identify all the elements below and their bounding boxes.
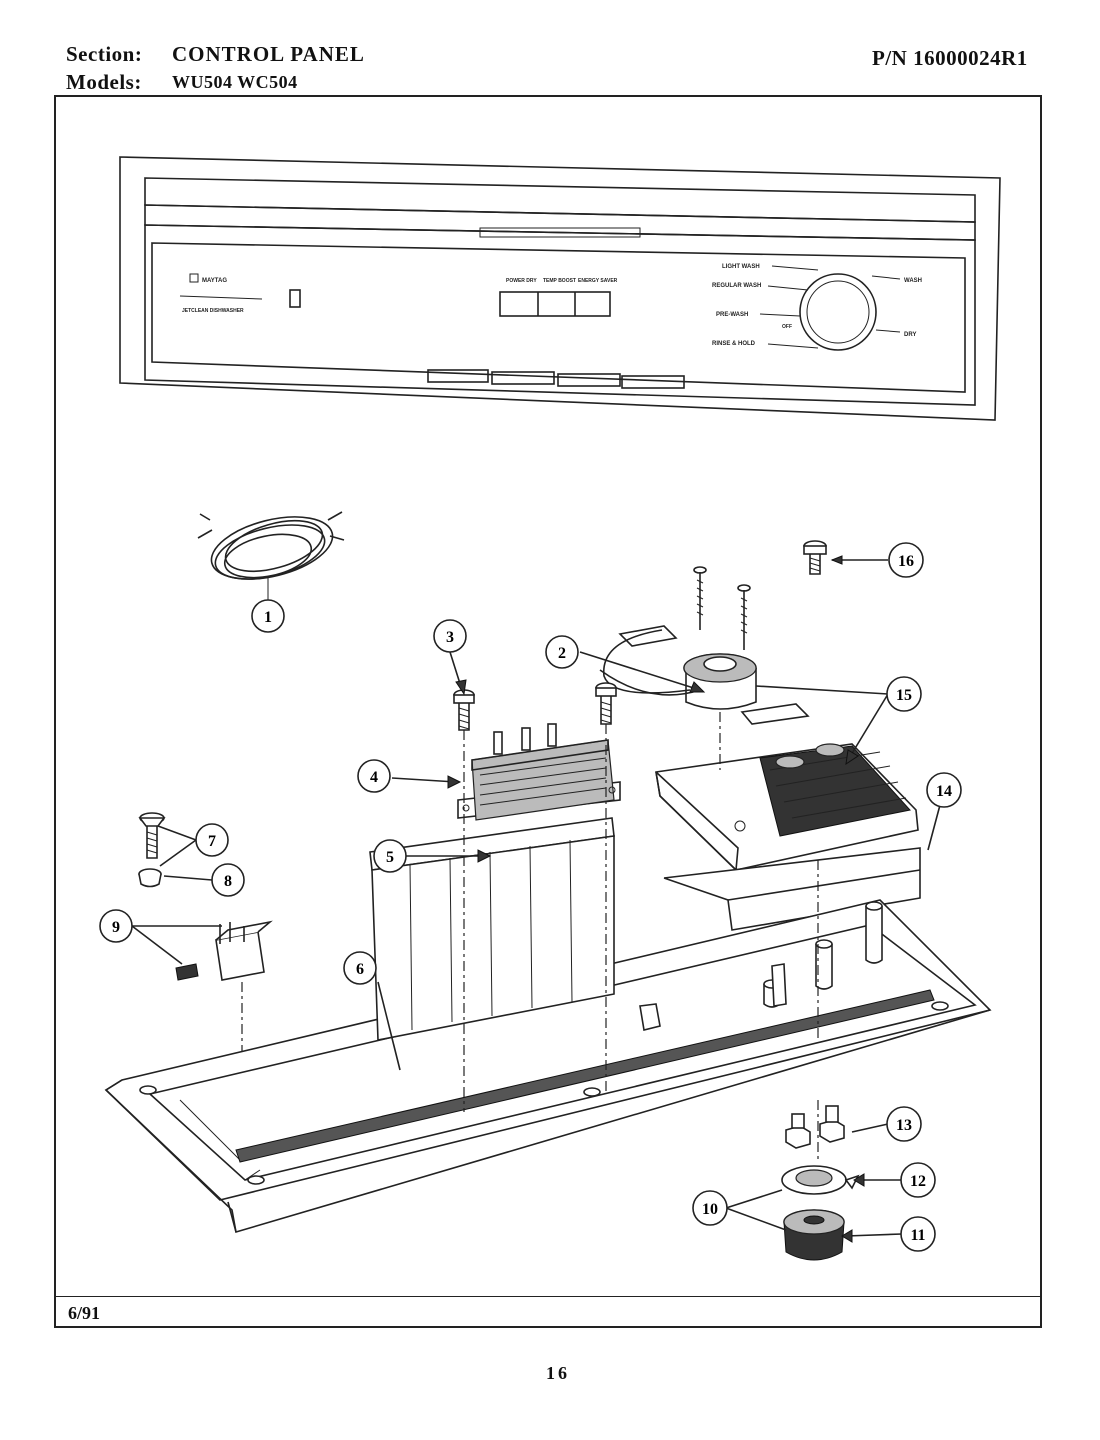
cycle-label-regular-wash: REGULAR WASH bbox=[712, 283, 761, 289]
callout-1: 1 bbox=[251, 599, 285, 633]
callout-7: 7 bbox=[195, 823, 229, 857]
svg-text:8: 8 bbox=[224, 873, 232, 890]
callout-4: 4 bbox=[357, 759, 391, 793]
footer-divider bbox=[54, 1296, 1042, 1297]
revision-date: 6/91 bbox=[68, 1303, 101, 1323]
part-number: P/N 16000024R1 bbox=[872, 46, 1028, 70]
cycle-label-light-wash: LIGHT WASH bbox=[722, 264, 760, 270]
svg-text:6: 6 bbox=[356, 961, 364, 978]
callout-10: 10 bbox=[692, 1190, 728, 1226]
callout-9: 9 bbox=[99, 909, 133, 943]
selector-switch-assembly bbox=[599, 566, 810, 725]
svg-text:12: 12 bbox=[910, 1173, 926, 1190]
callout-11: 11 bbox=[900, 1216, 936, 1252]
callout-2: 2 bbox=[545, 635, 579, 669]
callout-13: 13 bbox=[886, 1106, 922, 1142]
callout-14: 14 bbox=[926, 772, 962, 808]
page-number: 16 bbox=[546, 1363, 570, 1383]
button-label-temp-boost: TEMP BOOST bbox=[543, 278, 576, 284]
cycle-label-pre-wash: PRE-WASH bbox=[716, 312, 748, 318]
svg-text:7: 7 bbox=[208, 833, 216, 850]
screw-part-16 bbox=[803, 540, 888, 575]
button-label-energy-saver: ENERGY SAVER bbox=[578, 278, 618, 284]
section-title: CONTROL PANEL bbox=[172, 42, 365, 66]
cycle-dial: LIGHT WASH REGULAR WASH PRE-WASH RINSE &… bbox=[712, 264, 922, 351]
svg-text:16: 16 bbox=[898, 553, 914, 570]
callout-16: 16 bbox=[888, 542, 924, 578]
callout-bubbles: 1 2 3 4 5 6 7 8 9 10 11 12 13 14 15 16 bbox=[99, 542, 962, 1252]
callout-15: 15 bbox=[886, 676, 922, 712]
cycle-label-rinse-hold: RINSE & HOLD bbox=[712, 341, 756, 347]
control-panel-console: MAYTAG JETCLEAN DISHWASHER POWER DRY TEM… bbox=[119, 156, 1001, 421]
dial-label-off: OFF bbox=[782, 324, 792, 330]
diagram-frame bbox=[54, 95, 1042, 1328]
assembly-guide-lines bbox=[463, 712, 819, 1160]
section-label: Section: bbox=[66, 42, 143, 66]
svg-text:13: 13 bbox=[896, 1117, 912, 1134]
brand-logo-text: MAYTAG bbox=[202, 278, 227, 284]
brand-subtitle: JETCLEAN DISHWASHER bbox=[182, 308, 244, 314]
screw-part-3 bbox=[453, 682, 617, 731]
screw-part-7 bbox=[138, 812, 166, 859]
option-buttons: POWER DRY TEMP BOOST ENERGY SAVER bbox=[499, 278, 618, 317]
dial-label-wash: WASH bbox=[904, 278, 922, 284]
plug-part-8 bbox=[138, 868, 162, 888]
svg-text:3: 3 bbox=[446, 629, 454, 646]
svg-text:1: 1 bbox=[264, 609, 272, 626]
svg-text:5: 5 bbox=[386, 849, 394, 866]
svg-text:15: 15 bbox=[896, 687, 912, 704]
console-base-tray bbox=[104, 817, 992, 1234]
callout-6: 6 bbox=[343, 951, 377, 985]
svg-text:4: 4 bbox=[370, 769, 378, 786]
svg-text:9: 9 bbox=[112, 919, 120, 936]
svg-text:11: 11 bbox=[910, 1227, 925, 1244]
svg-text:14: 14 bbox=[936, 783, 952, 800]
models-value: WU504 WC504 bbox=[172, 72, 298, 92]
svg-text:2: 2 bbox=[558, 645, 566, 662]
callout-3: 3 bbox=[433, 619, 467, 653]
callout-5: 5 bbox=[373, 839, 407, 873]
dial-label-dry: DRY bbox=[904, 332, 916, 338]
connector-part-9 bbox=[175, 920, 273, 1180]
svg-text:10: 10 bbox=[702, 1201, 718, 1218]
callout-8: 8 bbox=[211, 863, 245, 897]
models-label: Models: bbox=[66, 70, 142, 94]
wire-harness bbox=[197, 511, 345, 600]
button-label-power-dry: POWER DRY bbox=[506, 278, 537, 284]
timer-assembly bbox=[655, 743, 921, 931]
callout-12: 12 bbox=[900, 1162, 936, 1198]
